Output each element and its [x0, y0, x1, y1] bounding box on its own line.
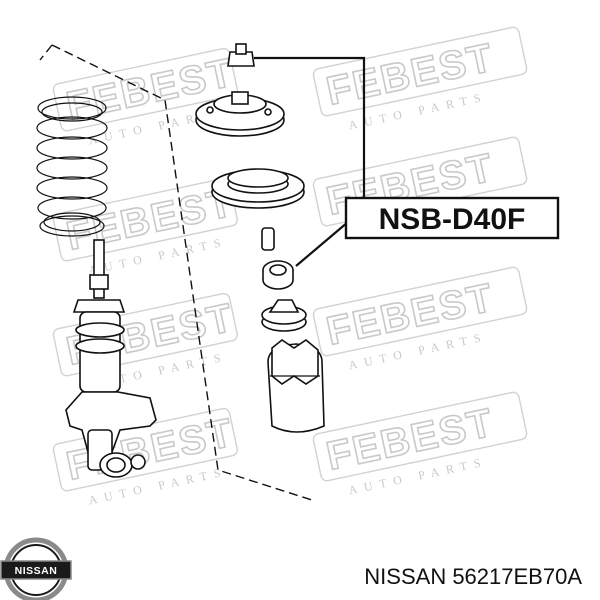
bump-stop-cap — [261, 299, 307, 332]
watermark: FEBEST AUTO PARTS — [52, 47, 239, 147]
callout-lines — [254, 56, 366, 267]
assembly-outline-left — [39, 44, 53, 61]
top-mount — [195, 91, 285, 137]
watermark: FEBEST AUTO PARTS — [312, 266, 528, 372]
bushing-part — [262, 260, 294, 290]
logo-text: NISSAN — [15, 565, 58, 577]
nissan-logo: NISSAN — [0, 537, 72, 600]
spacer — [261, 227, 275, 251]
footer-part-number: NISSAN 56217EB70A — [364, 564, 582, 589]
top-nut — [227, 43, 255, 67]
dust-boot — [267, 339, 325, 433]
shock-absorber — [65, 239, 157, 478]
watermark: FEBEST AUTO PARTS — [312, 391, 528, 497]
spring-seat — [211, 168, 305, 209]
part-code-label: NSB-D40F — [379, 203, 526, 236]
coil-spring — [36, 96, 108, 237]
watermark: FEBEST AUTO PARTS — [312, 26, 528, 132]
part-code-callout: NSB-D40F — [344, 196, 560, 240]
assembly-outline — [51, 44, 313, 501]
